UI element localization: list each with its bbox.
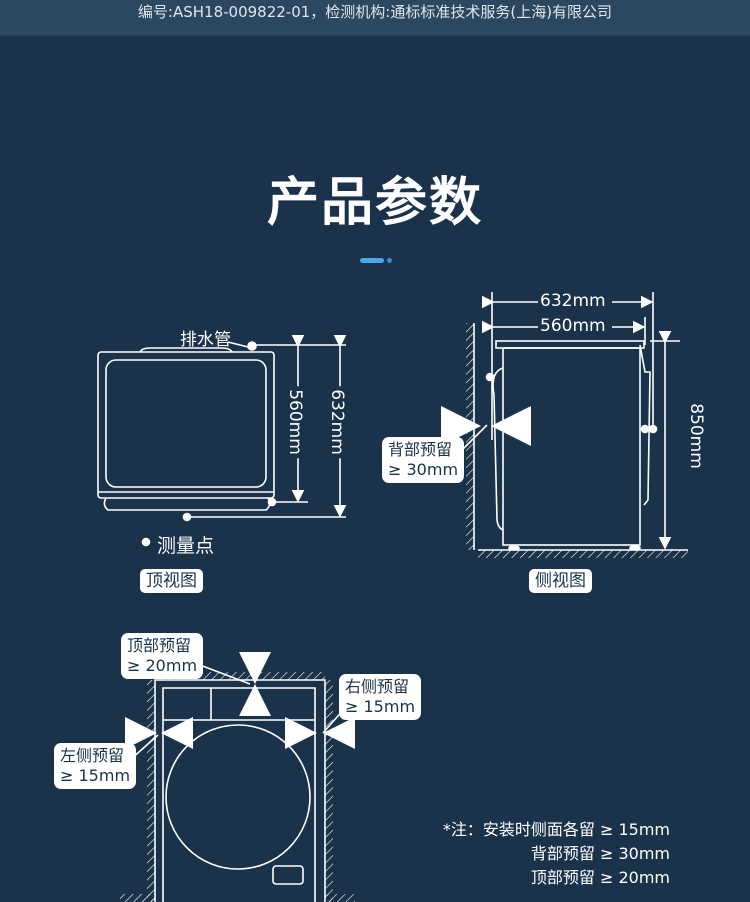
left-clearance-callout: 左侧预留 ≥ 15mm: [54, 743, 137, 789]
side-view-label: 侧视图: [529, 569, 592, 593]
side-view-outer-dimension: 632mm: [540, 291, 606, 311]
top-view-outer-dimension: 632mm: [326, 386, 347, 458]
back-clearance-callout: 背部预留 ≥ 30mm: [382, 437, 465, 483]
side-view-drawing: [441, 292, 688, 558]
right-clearance-title: 右侧预留: [345, 677, 410, 696]
top-view-inner-dimension: 560mm: [284, 386, 305, 458]
note-line-2: 背部预留 ≥ 30mm: [530, 844, 670, 863]
side-view-height-dimension: 850mm: [685, 400, 706, 472]
note-line-3: 顶部预留 ≥ 20mm: [530, 868, 670, 887]
title-accent-bar: [360, 258, 384, 263]
certification-text: 编号:ASH18-009822-01，检测机构:通标标准技术服务(上海)有限公司: [137, 3, 613, 21]
drain-pipe-label: 排水管: [180, 330, 231, 350]
side-view-inner-dimension: 560mm: [540, 316, 606, 336]
top-clearance-title: 顶部预留: [127, 636, 192, 655]
top-clearance-value: ≥ 20mm: [127, 656, 198, 675]
note-line-1: *注：安装时侧面各留 ≥ 15mm: [442, 820, 670, 839]
drain-point: [247, 341, 257, 351]
left-clearance-title: 左侧预留: [60, 746, 125, 765]
front-view-drawing: [120, 652, 355, 902]
certification-header: 编号:ASH18-009822-01，检测机构:通标标准技术服务(上海)有限公司: [0, 0, 750, 37]
right-clearance-value: ≥ 15mm: [345, 697, 416, 716]
top-view-label: 顶视图: [140, 569, 203, 593]
back-clearance-title: 背部预留: [388, 440, 453, 459]
measure-point-legend: 测量点: [157, 535, 215, 557]
title-accent-dot: [387, 258, 392, 263]
page-title: 产品参数: [266, 173, 483, 233]
back-clearance-value: ≥ 30mm: [388, 460, 459, 479]
right-clearance-callout: 右侧预留 ≥ 15mm: [339, 674, 422, 720]
left-clearance-value: ≥ 15mm: [60, 766, 131, 785]
top-view-drawing: [97, 334, 347, 547]
top-clearance-callout: 顶部预留 ≥ 20mm: [121, 633, 204, 679]
